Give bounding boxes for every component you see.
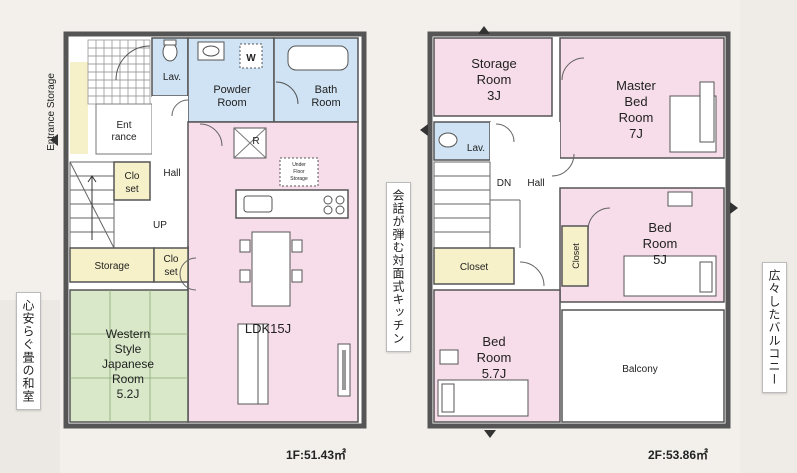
label-fridge: R [252, 136, 259, 147]
ldk [187, 121, 359, 423]
label-entrance-1: Ent [116, 120, 131, 131]
label-bath-2: Room [311, 97, 340, 109]
closet-1f-b [153, 247, 189, 283]
caption-kitchen-text: 会話が弾む対面式キッチン [391, 189, 405, 345]
door-swings-1f [171, 99, 223, 291]
label-closet-a-2: set [125, 184, 139, 195]
entrance-storage [70, 62, 88, 154]
label-bed2-2: Room [477, 350, 512, 365]
balcony [561, 309, 725, 423]
label-closet-2f-a: Closet [460, 262, 489, 273]
lavatory-1f [151, 37, 189, 97]
floor-2 [420, 26, 738, 438]
label-western-5: 5.2J [117, 387, 140, 401]
label-bed1-3: 5J [653, 252, 667, 267]
label-powder-2: Room [217, 97, 246, 109]
entrance-tiles [87, 39, 151, 105]
label-master-2: Bed [624, 94, 647, 109]
label-underfloor-2: Floor [293, 169, 305, 175]
label-western-2: Style [115, 342, 142, 356]
label-entrance-2: rance [111, 132, 136, 143]
label-hall-2f: Hall [527, 178, 544, 189]
bedroom-5-7j [433, 261, 561, 423]
floor-1-area: 1F:51.43㎡ [286, 448, 347, 462]
label-bed2-3: 5.7J [482, 366, 507, 381]
floor-1 [50, 31, 367, 429]
label-western-1: Western [106, 327, 150, 341]
label-bed1-2: Room [643, 236, 678, 251]
label-master-3: Room [619, 110, 654, 125]
caption-balcony-text: 広々したバルコニー [767, 269, 781, 386]
label-hall-1f: Hall [163, 168, 180, 179]
closet-2f-b [561, 225, 589, 287]
label-underfloor-3: Storage [290, 176, 308, 182]
label-balcony: Balcony [622, 364, 658, 375]
label-closet-2f-b: Closet [571, 243, 581, 269]
room-labels: Entrance Storage Ent rance Lav. W Powder… [46, 53, 677, 401]
label-western-3: Japanese [102, 357, 154, 371]
label-storage-room-1: Storage [471, 56, 517, 71]
entry-marker-1f [50, 134, 58, 146]
label-bed1-1: Bed [648, 220, 671, 235]
label-storage-room-2: Room [477, 72, 512, 87]
hall-1f [152, 96, 188, 246]
marker-2f-right [730, 202, 738, 214]
floor-2-area: 2F:53.86㎡ [648, 448, 709, 462]
hall-2f [490, 122, 575, 242]
stair-2f [433, 161, 521, 249]
label-up: UP [153, 220, 167, 231]
label-closet-b-1: Clo [163, 254, 178, 265]
marker-2f-top [478, 26, 490, 34]
closet-2f-a [433, 247, 515, 285]
label-bath-1: Bath [315, 84, 338, 96]
label-storage-room-3: 3J [487, 88, 501, 103]
western-japanese-room [69, 289, 189, 423]
label-ldk: LDK15J [245, 321, 291, 336]
storage-1f [69, 247, 155, 283]
label-washer: W [246, 53, 256, 64]
label-powder-1: Powder [213, 84, 251, 96]
label-lav-1f: Lav. [163, 72, 181, 83]
caption-washitsu: 心安らぐ畳の和室 [16, 292, 41, 410]
label-underfloor-1: Under [292, 162, 306, 168]
label-lav-2f: Lav. [467, 143, 485, 154]
label-entrance-storage: Entrance Storage [46, 73, 57, 151]
master-bedroom [559, 37, 725, 159]
storage-room-2f [433, 37, 553, 117]
label-master-4: 7J [629, 126, 643, 141]
stair-1f [69, 161, 115, 249]
label-storage-1f: Storage [94, 261, 129, 272]
closet-1f-a [113, 161, 151, 201]
label-dn: DN [497, 178, 511, 189]
label-closet-b-2: set [164, 267, 178, 278]
marker-2f-bottom [484, 430, 496, 438]
lavatory-2f [433, 121, 491, 161]
caption-balcony: 広々したバルコニー [762, 262, 787, 393]
label-closet-a-1: Clo [124, 171, 139, 182]
caption-kitchen: 会話が弾む対面式キッチン [386, 182, 411, 352]
bath-room [273, 37, 359, 123]
label-master-1: Master [616, 78, 656, 93]
label-bed2-1: Bed [482, 334, 505, 349]
caption-washitsu-text: 心安らぐ畳の和室 [21, 299, 35, 403]
powder-room [187, 37, 275, 123]
label-western-4: Room [112, 372, 144, 386]
marker-2f-left [420, 124, 428, 136]
